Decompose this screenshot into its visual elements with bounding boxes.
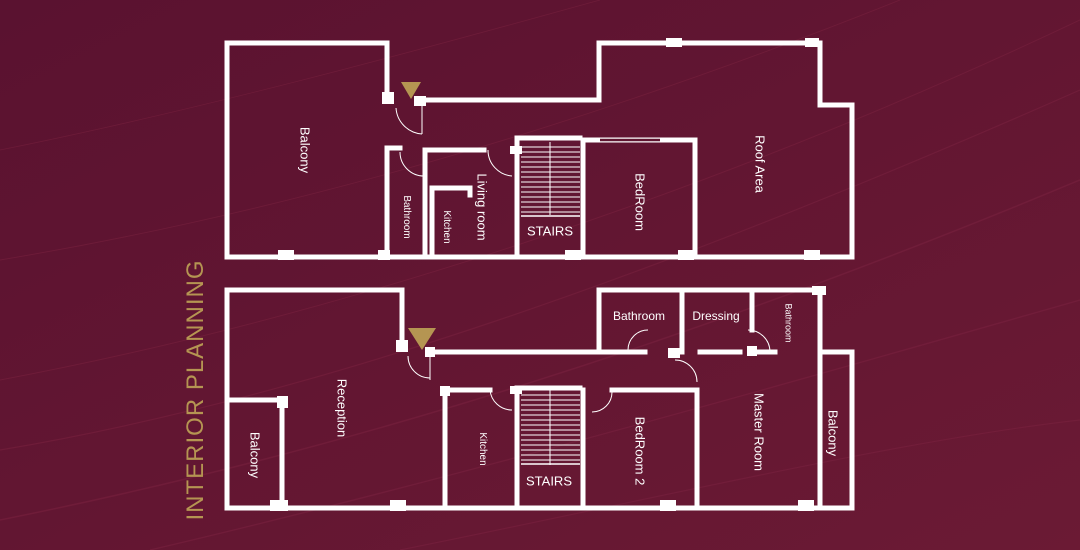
triangle-down-icon bbox=[401, 82, 421, 99]
upper-stairs bbox=[521, 142, 580, 217]
room-label-stairs-lower: STAIRS bbox=[526, 473, 572, 489]
room-label-master-room: Master Room bbox=[751, 392, 767, 472]
room-label-balcony-right: Balcony bbox=[825, 409, 841, 457]
lower-floor-walls bbox=[224, 287, 855, 511]
room-label-dressing: Dressing bbox=[692, 309, 740, 323]
lower-doors bbox=[225, 320, 821, 509]
upper-wall-blocks bbox=[278, 38, 820, 260]
room-label-bedroom: BedRoom bbox=[632, 173, 648, 231]
lower-wall-blocks bbox=[270, 286, 826, 511]
room-label-reception: Reception bbox=[334, 378, 350, 438]
room-label-bathroom-lower: Bathroom bbox=[612, 309, 666, 323]
room-label-bathroom-upper: Bathroom bbox=[401, 195, 412, 239]
room-label-roof-area: Roof Area bbox=[752, 135, 768, 193]
room-label-living-room: Living room bbox=[474, 173, 490, 241]
upper-doors bbox=[395, 104, 660, 178]
room-label-kitchen-upper: Kitchen bbox=[441, 210, 452, 244]
page-title: INTERIOR PLANNING bbox=[182, 259, 209, 521]
triangle-down-icon bbox=[408, 328, 436, 350]
room-label-balcony-upper: Balcony bbox=[297, 126, 313, 174]
room-label-bathroom-small: Bathroom bbox=[783, 303, 794, 343]
room-label-bedroom-2: BedRoom 2 bbox=[632, 416, 648, 486]
room-label-balcony-left: Balcony bbox=[247, 431, 263, 479]
room-label-kitchen-lower: Kitchen bbox=[477, 432, 488, 466]
lower-stairs bbox=[521, 390, 580, 465]
room-label-stairs-upper: STAIRS bbox=[527, 223, 573, 239]
